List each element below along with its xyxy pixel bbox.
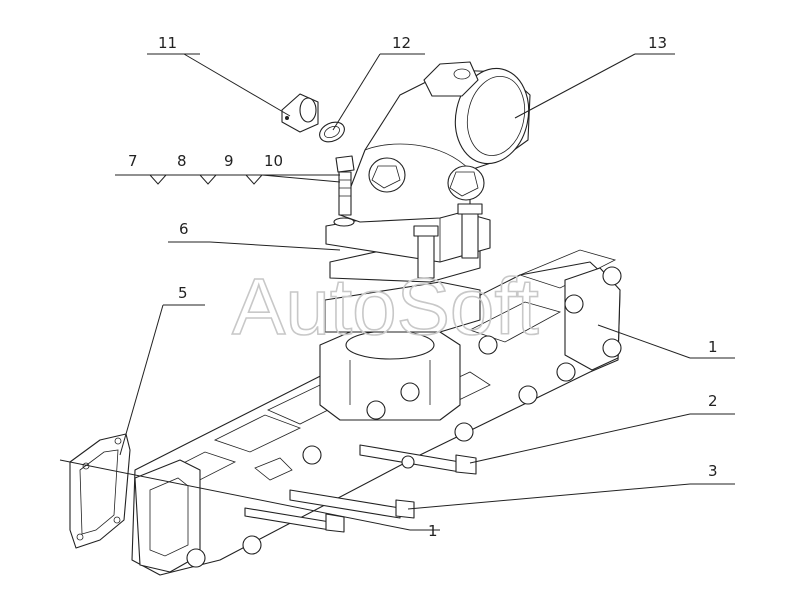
elbow-outlet (339, 61, 531, 223)
stud-assembly (333, 155, 355, 227)
watermark: AutoSoft (232, 262, 539, 351)
callout-5: 5 (178, 284, 188, 302)
leader-lines (59, 53, 735, 531)
callout-10: 10 (264, 152, 283, 170)
callout-2: 2 (708, 392, 718, 410)
callout-1-left: 1 (428, 522, 438, 540)
callout-6: 6 (179, 220, 189, 238)
callout-11: 11 (158, 34, 177, 52)
long-bolts (244, 444, 477, 533)
callout-9: 9 (224, 152, 234, 170)
callout-12: 12 (392, 34, 411, 52)
callout-13: 13 (648, 34, 667, 52)
side-bolts (186, 266, 622, 568)
flange-bolts (413, 203, 483, 279)
plug-right (447, 165, 485, 201)
callout-7: 7 (128, 152, 138, 170)
gasket (69, 433, 131, 549)
callout-8: 8 (177, 152, 187, 170)
callout-1-right: 1 (708, 338, 718, 356)
plug-left (368, 157, 406, 193)
fitting (281, 93, 319, 133)
seal-ring (319, 121, 345, 143)
callout-3: 3 (708, 462, 718, 480)
